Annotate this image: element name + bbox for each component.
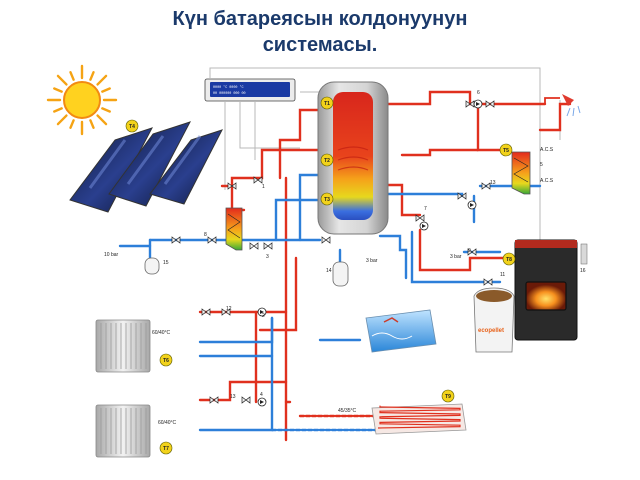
sensor-t2-label: T2	[324, 158, 330, 164]
controller-display-line-2: 00 000000 000 00	[213, 92, 246, 96]
valve-icon	[171, 236, 181, 244]
valve-icon	[221, 308, 231, 316]
sensor-t4-label: T4	[129, 124, 135, 130]
floor-temp-label: 45/35°C	[338, 408, 357, 414]
solar-controller: 0000 °C 0000 °C 00 000000 000 00	[204, 78, 296, 102]
pressure-label-3bar-a: 3 bar	[366, 258, 378, 264]
component-number-11: 11	[500, 272, 505, 278]
radiator-1-temp-label: 60/40°C	[152, 330, 171, 336]
sensor-t1-label: T1	[324, 101, 330, 107]
valve-icon	[321, 236, 331, 244]
dhw-heat-exchanger	[511, 151, 531, 195]
component-number-12: 12	[226, 306, 232, 312]
sensor-t5-label: T5	[503, 148, 509, 154]
sensor-t4: T4	[125, 119, 139, 133]
valve-icon	[483, 278, 493, 286]
valve-icon	[241, 396, 251, 404]
pellet-boiler	[514, 239, 588, 341]
solar-heat-exchanger	[225, 207, 243, 251]
sensor-t9: T9	[441, 389, 455, 403]
pump-arrow-icon	[470, 203, 474, 207]
component-number-7: 7	[424, 206, 427, 212]
component-number-2: 2	[262, 313, 265, 319]
pump-arrow-icon	[260, 310, 264, 314]
solar-panel-2	[108, 121, 192, 207]
valve-icon	[457, 192, 467, 200]
cold-pipes	[118, 173, 542, 432]
page-title: Күн батареясын колдонуунун системасы.	[60, 6, 580, 58]
sensor-t3: T3	[320, 192, 334, 206]
valves-and-pumps	[171, 99, 495, 407]
sensor-t3-label: T3	[324, 197, 330, 203]
component-number-16: 16	[580, 268, 586, 274]
pellet-bag-icon: ecopellet	[473, 287, 515, 353]
valve-icon	[263, 242, 273, 250]
title-line-1: Күн батареясын колдонуунун	[172, 8, 468, 30]
radiator-2-temp-label: 60/40°C	[158, 420, 177, 426]
component-number-14: 14	[326, 268, 332, 274]
valve-icon	[465, 100, 475, 108]
sensor-t8-label: T8	[506, 257, 512, 263]
expansion-vessel-solar	[144, 257, 160, 275]
component-number-4: 4	[260, 392, 263, 398]
storage-tank	[317, 81, 389, 235]
sensor-t6: T6	[159, 353, 173, 367]
sensor-t6-label: T6	[163, 358, 169, 364]
sun-icon	[46, 64, 118, 136]
sensor-t2: T2	[320, 153, 334, 167]
solar-panel-3	[149, 129, 223, 205]
solar-panel-1	[69, 127, 154, 213]
control-wiring	[209, 67, 561, 250]
valve-icon	[201, 308, 211, 316]
pump-arrow-icon	[476, 102, 480, 106]
component-number-5: 5	[540, 162, 543, 168]
valve-icon	[249, 242, 259, 250]
sensor-t8: T8	[502, 252, 516, 266]
sensor-t5: T5	[499, 143, 513, 157]
component-number-8: 8	[204, 232, 207, 238]
sensor-t7: T7	[159, 441, 173, 455]
pool-icon	[365, 309, 437, 353]
component-number-13b: 13	[230, 394, 236, 400]
pellet-brand-label: ecopellet	[478, 328, 504, 334]
valve-icon	[481, 182, 491, 190]
controller-display-line-1: 0000 °C 0000 °C	[213, 85, 244, 90]
pressure-label-3bar-b: 3 bar	[450, 254, 462, 260]
pump-arrow-icon	[422, 224, 426, 228]
valve-icon	[415, 214, 425, 222]
component-number-1: 1	[262, 184, 265, 190]
acs-hot-label: A.C.S	[540, 147, 554, 153]
sensor-t7-label: T7	[163, 446, 169, 452]
valve-icon	[485, 100, 495, 108]
valve-icon	[227, 182, 237, 190]
sensor-t1: T1	[320, 96, 334, 110]
valve-icon	[207, 236, 217, 244]
valve-icon	[253, 176, 263, 184]
underfloor-heating	[371, 403, 467, 435]
title-line-2: системасы.	[262, 34, 378, 56]
solar-collectors	[69, 121, 223, 213]
sensor-t9-label: T9	[445, 394, 451, 400]
component-number-13a: 13	[490, 180, 496, 186]
radiator-2	[95, 404, 151, 458]
component-number-3: 3	[266, 254, 269, 260]
component-number-15: 15	[163, 260, 169, 266]
pump-arrow-icon	[260, 400, 264, 404]
expansion-vessel-heating	[332, 261, 349, 287]
pressure-label-10bar: 10 bar	[104, 252, 119, 258]
acs-cold-label: A.C.S	[540, 178, 554, 184]
valve-icon	[467, 248, 477, 256]
component-number-6: 6	[477, 90, 480, 96]
component-number-9: 9	[468, 248, 471, 254]
shower-icon	[544, 94, 581, 117]
radiator-1	[95, 319, 151, 373]
valve-icon	[209, 396, 219, 404]
